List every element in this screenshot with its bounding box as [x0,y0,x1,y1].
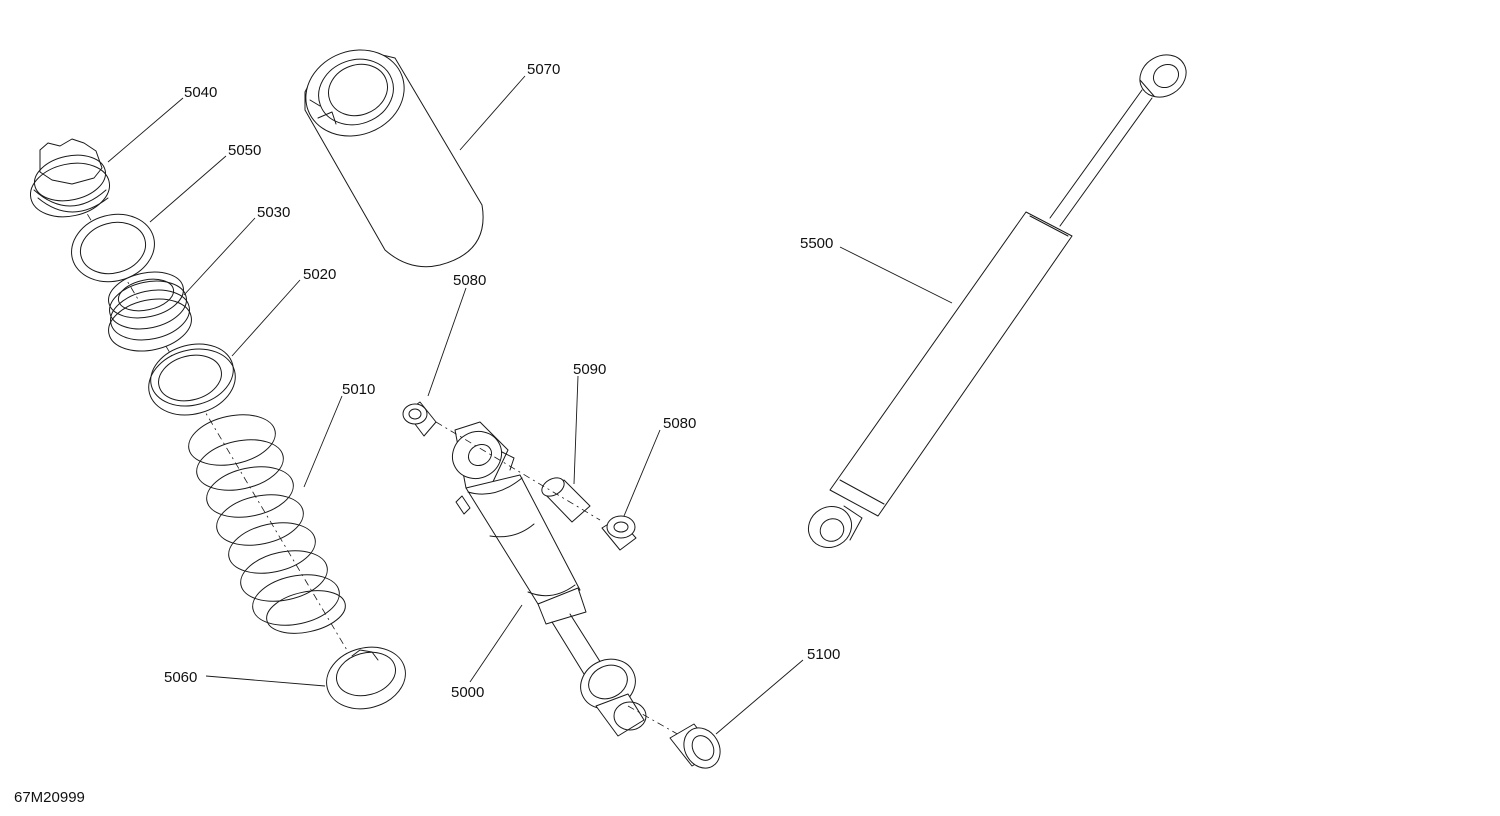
part-5090-spacer[interactable] [539,474,591,523]
leader-5070 [459,75,526,151]
part-5500-shock-assembly[interactable] [801,47,1194,556]
leader-5100 [715,659,804,735]
leader-5080a [427,287,467,397]
callout-5090: 5090 [573,361,606,378]
leader-5000 [469,604,523,683]
part-5000-shock-absorber[interactable] [444,421,647,737]
callout-5080-lower: 5080 [663,415,696,432]
callout-5060: 5060 [164,669,197,686]
callout-5100: 5100 [807,646,840,663]
callout-5500: 5500 [800,235,833,252]
callout-5040: 5040 [184,84,217,101]
part-5050-washer[interactable] [64,205,162,290]
leader-5080b [623,429,661,517]
stack-centerline [69,184,361,673]
part-5060-lower-seat[interactable] [320,639,413,718]
leader-5050 [149,155,227,223]
leader-5040 [107,97,184,163]
leader-lines [107,75,953,735]
leader-5020 [231,279,301,357]
part-5030-short-spring[interactable] [104,266,197,359]
part-5080-bushing-lower[interactable] [601,515,637,551]
part-5080-bushing-upper[interactable] [402,401,437,437]
callout-5010: 5010 [342,381,375,398]
callout-5050: 5050 [228,142,261,159]
drawing-reference: 67M20999 [14,789,85,806]
part-5070-boot[interactable] [294,36,484,268]
callout-5030: 5030 [257,204,290,221]
part-5020-ring[interactable] [141,335,243,424]
leader-5030 [183,217,256,296]
callout-5020: 5020 [303,266,336,283]
leader-5010 [303,395,343,488]
lower-axis [435,421,601,521]
leader-5060 [205,675,326,687]
part-5010-coil-spring[interactable] [184,407,349,640]
part-5100-bushing[interactable] [669,721,727,774]
part-5040-collar[interactable] [25,138,114,224]
leader-5500 [839,246,953,304]
leader-5090 [573,375,579,485]
callout-5070: 5070 [527,61,560,78]
callout-5000: 5000 [451,684,484,701]
callout-5080-upper: 5080 [453,272,486,289]
